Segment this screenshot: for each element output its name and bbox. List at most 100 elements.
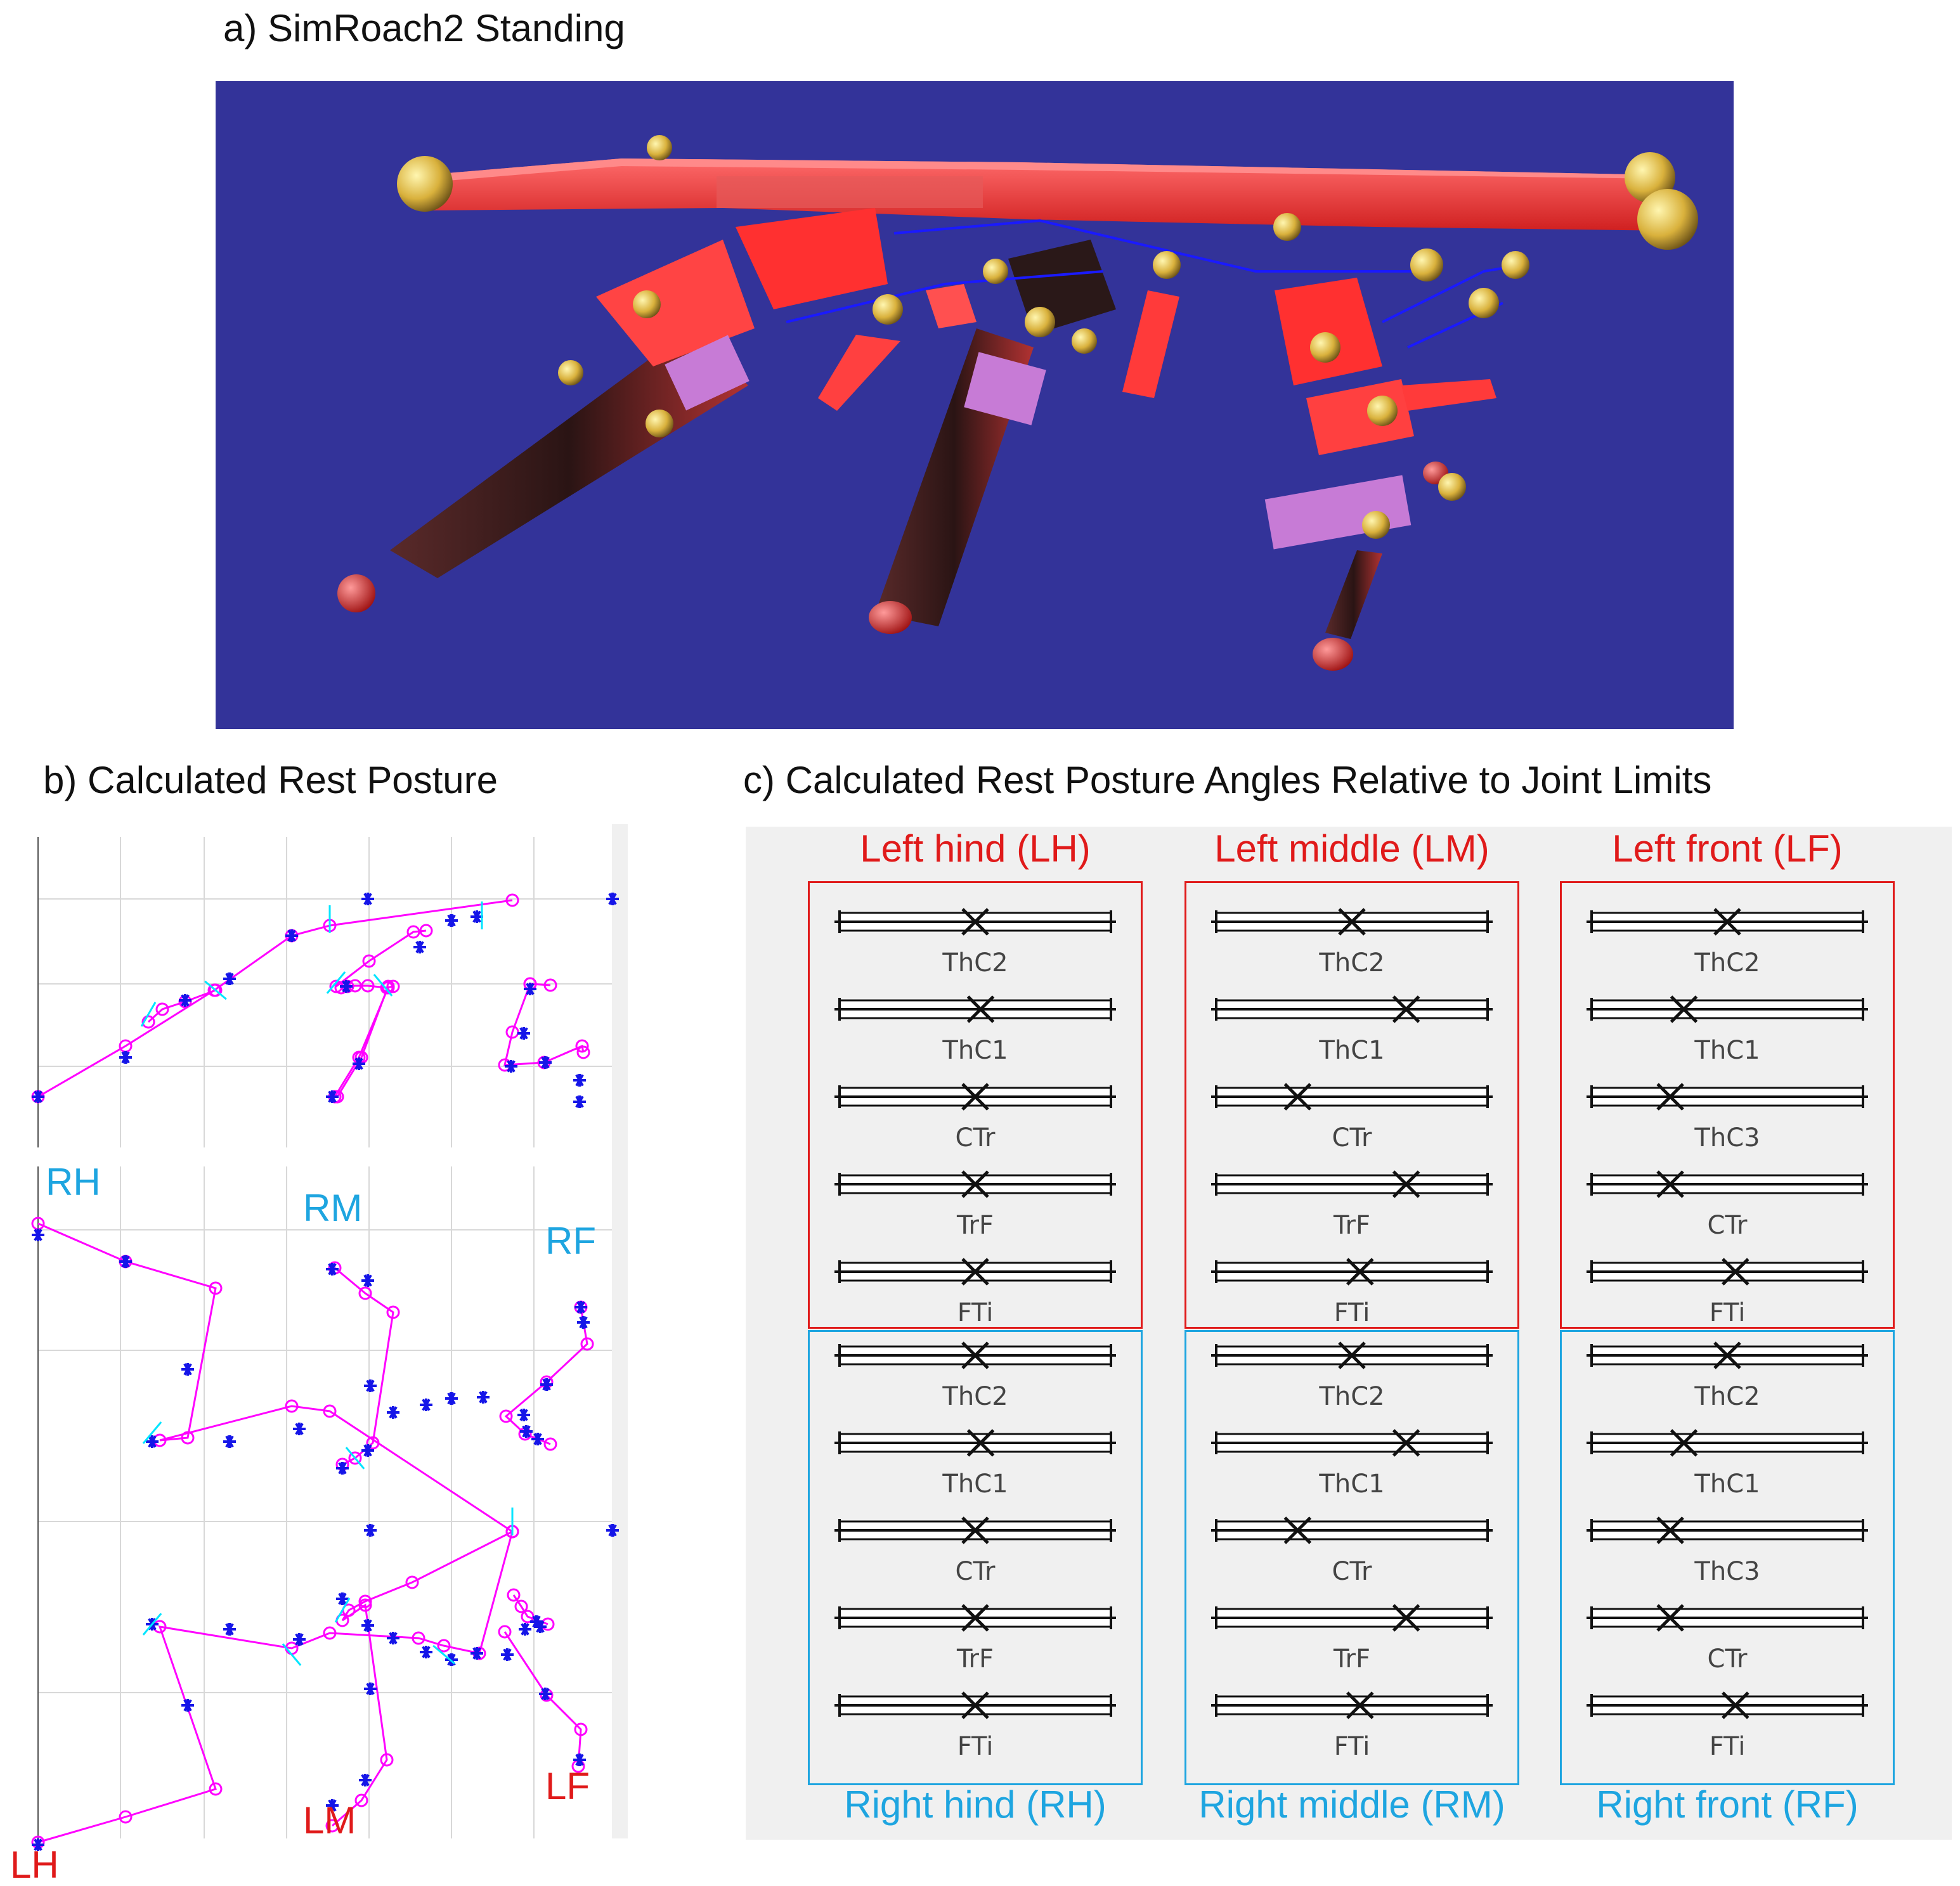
group-title: Left middle (LM) (1214, 827, 1489, 870)
tick-mark (345, 1447, 365, 1469)
star-marker (524, 983, 536, 995)
joint-angle-marker (1392, 1429, 1420, 1457)
star-marker (577, 1316, 590, 1329)
star-marker (361, 1274, 374, 1287)
hind-leg-femur (390, 328, 748, 578)
hind-leg-joint-box (665, 335, 750, 411)
ball-joint-1 (633, 290, 661, 318)
group-title: Right middle (RM) (1198, 1783, 1505, 1826)
leg-line-7 (503, 983, 585, 1066)
star-marker (387, 1406, 399, 1419)
joint-circle (386, 1305, 400, 1319)
tick-mark (142, 1421, 162, 1444)
joint-circle (155, 1002, 169, 1016)
joint-angle-marker (966, 995, 995, 1023)
joint-name-trf: TrF (956, 1644, 994, 1674)
star-marker (517, 1409, 530, 1421)
star-marker (353, 1057, 365, 1070)
joint-circle (323, 1404, 337, 1418)
leg-line-9 (37, 1222, 513, 1533)
joint-name-thc3: ThC3 (1694, 1123, 1760, 1153)
joint-angle-marker (1656, 1516, 1684, 1544)
ball-joint-7 (1469, 288, 1499, 318)
joint-circle (580, 1337, 594, 1351)
joint-angle-marker (1722, 1258, 1749, 1286)
leg-line-13 (37, 1531, 514, 1844)
label-lf: LF (545, 1765, 590, 1807)
tick-mark (432, 1644, 455, 1665)
star-marker (445, 914, 458, 927)
star-marker (573, 1095, 586, 1108)
joint-angle-marker (1656, 1083, 1684, 1111)
joint-circle (358, 1286, 372, 1300)
joint-circle (358, 1598, 372, 1612)
joint-circle (323, 1626, 337, 1640)
joint-name-thc3: ThC3 (1694, 1557, 1760, 1586)
ball-hind-foot (337, 574, 375, 612)
joint-angle-marker (961, 1258, 989, 1286)
front-leg-coxa (1275, 278, 1382, 385)
star-marker (387, 1632, 399, 1644)
star-marker (505, 1060, 517, 1073)
ball-joint-5 (1410, 249, 1443, 281)
ball-joint-8 (1310, 332, 1340, 363)
group-title: Right hind (RH) (844, 1783, 1107, 1826)
joint-circle (209, 1782, 223, 1796)
simroach-render (216, 81, 1734, 729)
joint-angle-marker (961, 908, 989, 936)
body-center-patch (717, 176, 983, 208)
joint-name-fti: FTi (957, 1732, 994, 1761)
joint-name-thc1: ThC1 (1318, 1469, 1384, 1499)
star-marker (539, 1688, 552, 1700)
joint-circle (574, 1722, 588, 1736)
joint-circle (576, 1045, 590, 1059)
star-marker (32, 1090, 44, 1103)
joint-circle (362, 954, 376, 968)
joint-angle-marker (1392, 1604, 1420, 1632)
leg-line-14 (512, 1594, 548, 1625)
star-marker (471, 1647, 483, 1660)
joint-group-left-middle-lm (1184, 881, 1519, 1329)
middle-leg-box (964, 352, 1046, 425)
ball-joint-14 (1072, 328, 1097, 354)
joint-circle (505, 893, 519, 907)
tick-mark (140, 1002, 157, 1027)
leg-line-10 (334, 1267, 394, 1466)
star-marker (361, 1444, 374, 1457)
joint-angle-marker (1346, 1691, 1374, 1719)
joint-name-fti: FTi (1334, 1732, 1370, 1761)
ball-joint-3 (1025, 307, 1055, 337)
star-marker (539, 1056, 552, 1069)
star-marker (364, 1524, 377, 1537)
joint-angle-marker (1713, 1341, 1741, 1369)
star-marker (517, 1027, 530, 1040)
middle-leg-segment (1122, 290, 1179, 398)
joint-circle (498, 1625, 512, 1639)
ball-back-right2 (1637, 189, 1698, 250)
joint-name-thc1: ThC1 (1694, 1036, 1760, 1065)
joint-circle (325, 1819, 339, 1833)
joint-circle (412, 1631, 425, 1645)
joint-circle (348, 1451, 362, 1465)
joint-name-ctr: CTr (1332, 1123, 1372, 1153)
star-marker (181, 1363, 194, 1376)
label-lm: LM (303, 1799, 356, 1842)
front-leg-tibia (1325, 550, 1382, 639)
joint-group-right-middle-rm (1184, 1330, 1519, 1785)
front-leg-foot (1313, 638, 1353, 671)
joint-angle-marker (1392, 1170, 1420, 1198)
ball-joint-13 (558, 360, 583, 385)
joint-angle-marker (961, 1691, 989, 1719)
joint-name-trf: TrF (1333, 1211, 1370, 1240)
ball-joint-16 (1273, 213, 1301, 241)
joint-angle-marker (1656, 1170, 1684, 1198)
star-marker (606, 1524, 619, 1537)
star-marker (364, 1683, 377, 1695)
star-marker (293, 1633, 306, 1646)
joint-angle-marker (1283, 1083, 1312, 1111)
joint-circle (543, 978, 557, 992)
star-marker (364, 1379, 377, 1392)
group-title: Left hind (LH) (860, 827, 1091, 870)
